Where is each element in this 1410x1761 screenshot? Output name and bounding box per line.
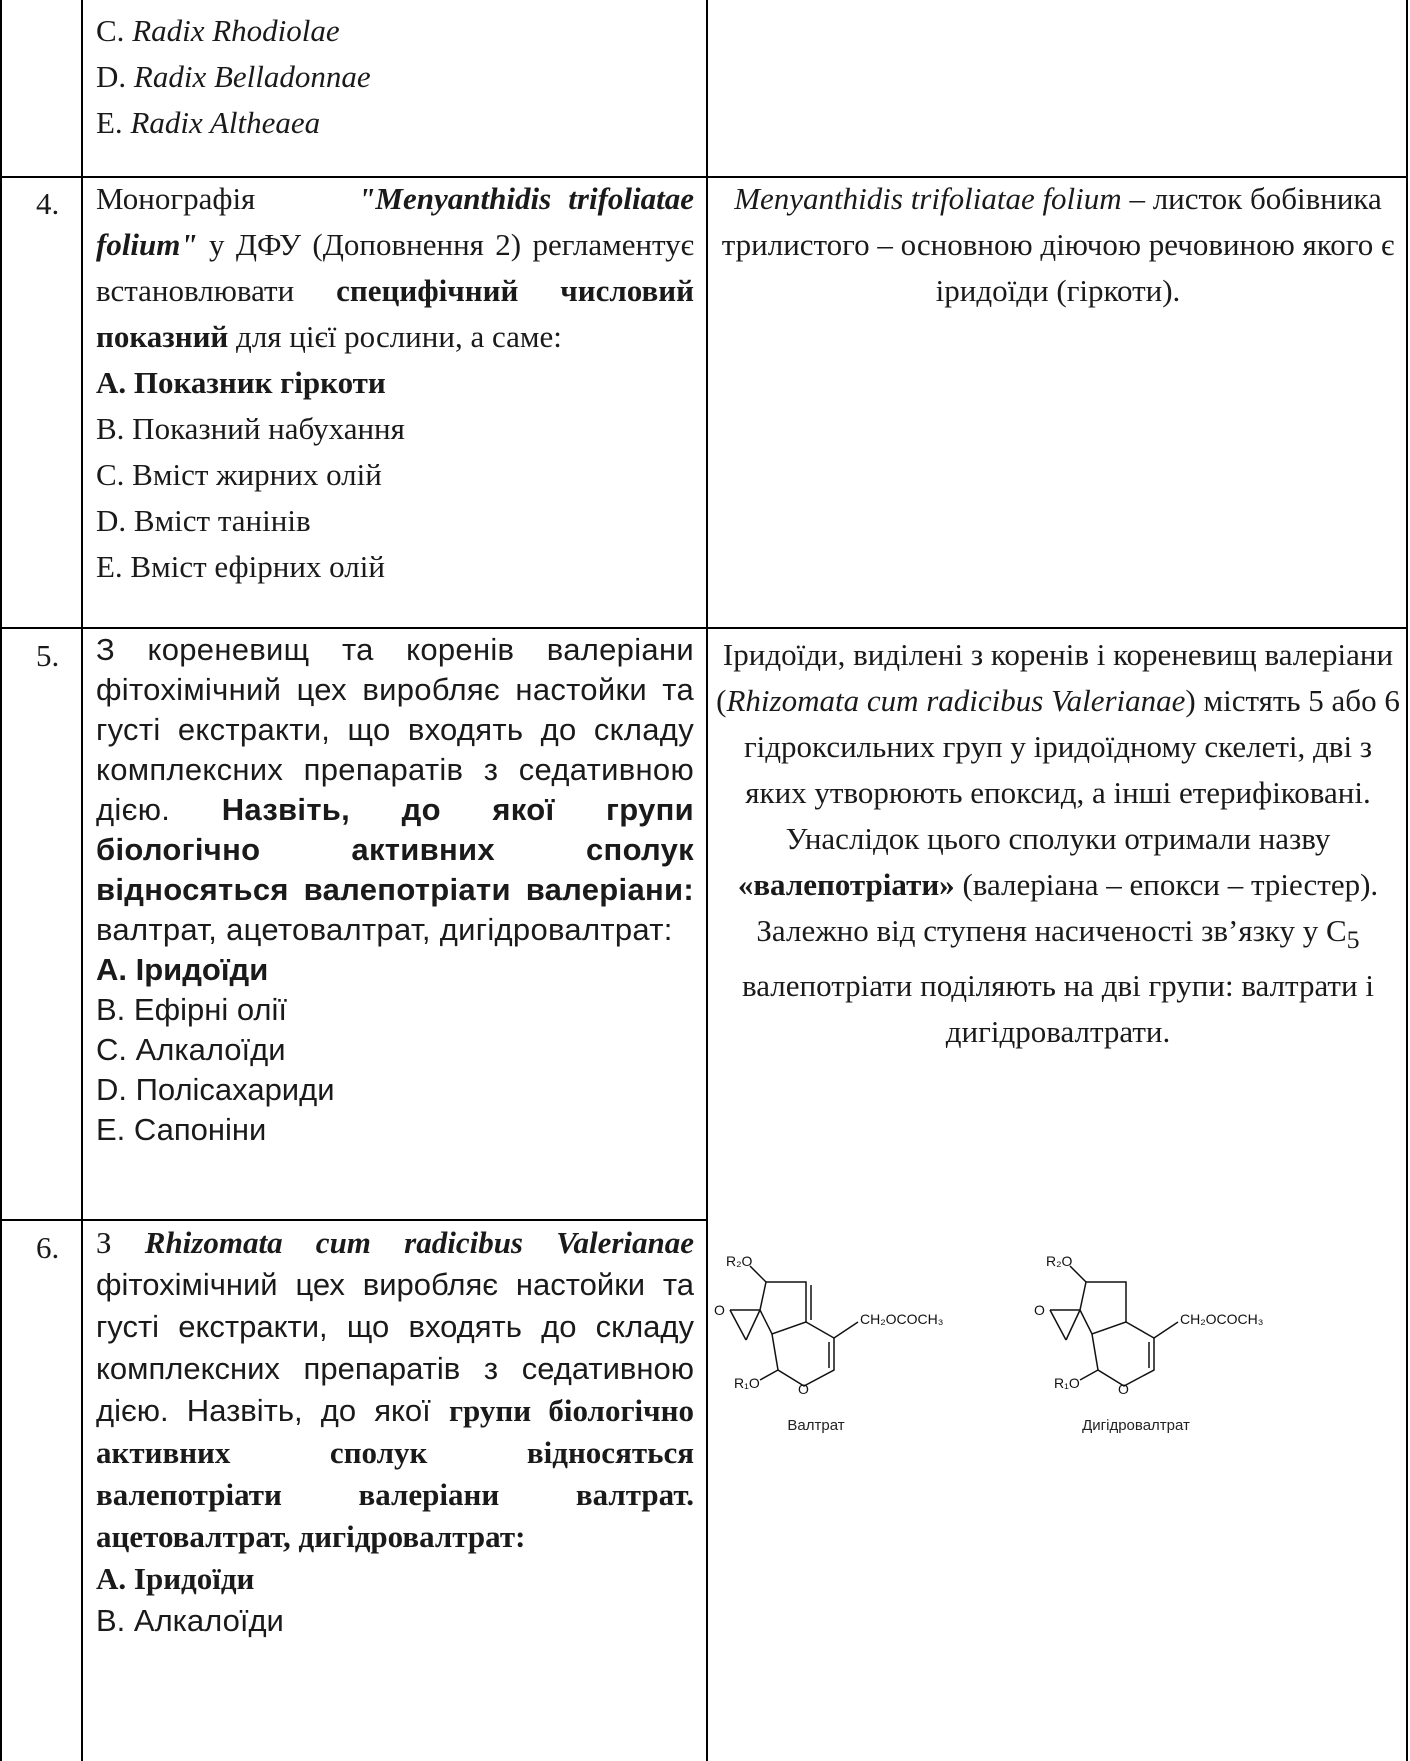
valtrat-caption: Валтрат: [787, 1417, 844, 1434]
dihydrovaltrat-epoxide-o: O: [1034, 1302, 1045, 1318]
row5-question: З кореневищ та коренів валеріани фітохім…: [96, 630, 694, 1150]
question-text: Монографія "Menyanthidis trifoliatae fol…: [96, 181, 694, 354]
chemical-structures: R₂O O CH₂OCOCH₃ R₁O O Валтрат R₂O O CH₂O…: [714, 1253, 1263, 1434]
option-b: B. Показний набухання: [96, 411, 405, 446]
table-border-left: [0, 0, 2, 1761]
dihydrovaltrat-r1o: R₁O: [1054, 1375, 1080, 1391]
dihydrovaltrat-side-chain: CH₂OCOCH₃: [1180, 1311, 1263, 1327]
row3-options: C. Radix Rhodiolae D. Radix Belladonnae …: [96, 8, 696, 146]
dihydrovaltrat-r2o: R₂O: [1046, 1253, 1073, 1269]
row-divider-5-6: [0, 1219, 708, 1221]
option-e: E. Radix Altheaea: [96, 105, 321, 140]
option-d: D. Полісахариди: [96, 1072, 335, 1107]
row5-number: 5.: [36, 638, 60, 673]
row6-number: 6.: [36, 1230, 60, 1265]
option-b: B. Алкалоїди: [96, 1603, 284, 1638]
option-c: C. Алкалоїди: [96, 1032, 286, 1067]
question-text: З Rhizomata cum radicibus Valerianae фіт…: [96, 1225, 695, 1554]
valtrat-ring-o: O: [798, 1381, 809, 1397]
row4-explanation: Menyanthidis trifoliatae folium – листок…: [721, 181, 1395, 308]
valtrat-r2o: R₂O: [726, 1253, 753, 1269]
option-e: E. Вміст ефірних олій: [96, 549, 385, 584]
table-border-number-col: [81, 0, 83, 1761]
answer-correct: A. Іридоїди: [96, 1561, 255, 1596]
option-d: D. Radix Belladonnae: [96, 59, 371, 94]
option-b: B. Ефірні олії: [96, 992, 287, 1027]
option-d: D. Вміст танінів: [96, 503, 311, 538]
row6-question: З Rhizomata cum radicibus Valerianae фіт…: [96, 1222, 694, 1642]
valtrat-side-chain: CH₂OCOCH₃: [860, 1311, 943, 1327]
row4-number: 4.: [36, 186, 60, 221]
row5-explanation: Іридоїди, виділені з коренів і кореневищ…: [716, 637, 1400, 1050]
table-border-right: [1406, 0, 1408, 1761]
row-divider-3-4: [0, 176, 1408, 178]
question-text: З кореневищ та коренів валеріани фітохім…: [96, 632, 694, 947]
dihydrovaltrat-caption: Дигідровалтрат: [1082, 1417, 1190, 1434]
dihydrovaltrat-ring-o: O: [1118, 1381, 1129, 1397]
valtrat-structure: [729, 1265, 859, 1387]
row-divider-4-5: [0, 627, 1408, 629]
option-c: C. Radix Rhodiolae: [96, 13, 340, 48]
row4-question: Монографія "Menyanthidis trifoliatae fol…: [96, 176, 694, 590]
option-e: E. Сапоніни: [96, 1112, 267, 1147]
table-border-middle: [706, 0, 708, 1761]
option-c: C. Вміст жирних олій: [96, 457, 382, 492]
valtrat-epoxide-o: O: [714, 1302, 725, 1318]
dihydrovaltrat-structure: [1049, 1265, 1179, 1387]
valtrat-r1o: R₁O: [734, 1375, 760, 1391]
answer-correct: A. Іридоїди: [96, 952, 269, 987]
answer-correct: A. Показник гіркоти: [96, 365, 386, 400]
